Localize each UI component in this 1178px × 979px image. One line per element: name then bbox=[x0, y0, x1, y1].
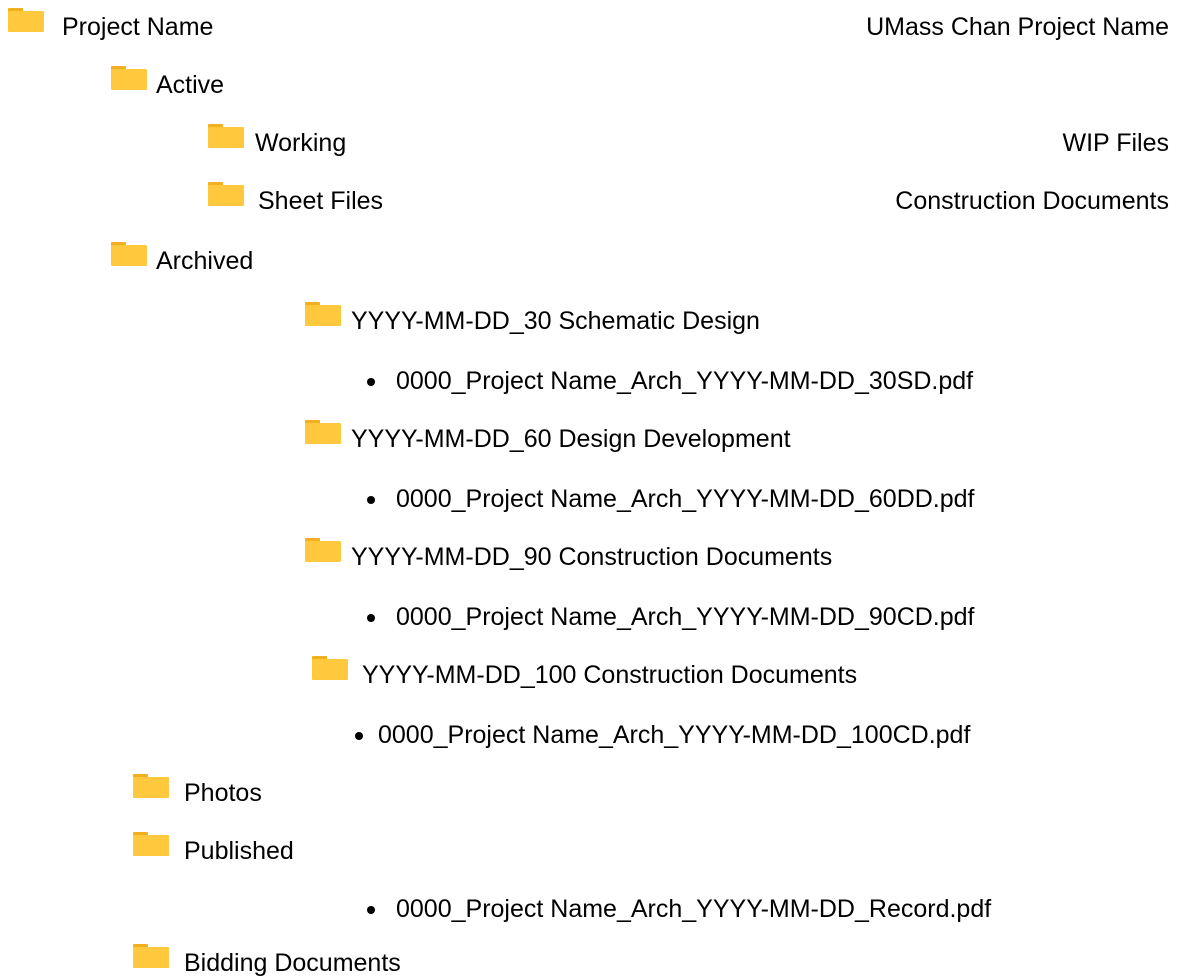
tree-row-working[interactable]: Working WIP Files bbox=[0, 124, 1178, 158]
tree-row-bidding-documents[interactable]: Bidding Documents bbox=[0, 944, 1178, 978]
folder-label[interactable]: YYYY-MM-DD_100 Construction Documents bbox=[362, 661, 858, 689]
folder-label[interactable]: YYYY-MM-DD_30 Schematic Design bbox=[351, 307, 760, 335]
folder-icon bbox=[111, 242, 147, 266]
file-label[interactable]: 0000_Project Name_Arch_YYYY-MM-DD_60DD.p… bbox=[396, 485, 975, 513]
tree-row-active[interactable]: Active bbox=[0, 66, 1178, 100]
folder-description: WIP Files bbox=[1062, 129, 1170, 157]
bullet-icon bbox=[367, 378, 375, 386]
folder-icon bbox=[133, 944, 169, 968]
folder-label[interactable]: Published bbox=[184, 837, 294, 865]
tree-row-archive-folder[interactable]: YYYY-MM-DD_30 Schematic Design bbox=[0, 302, 1178, 336]
folder-icon bbox=[133, 774, 169, 798]
tree-row-sheet-files[interactable]: Sheet Files Construction Documents bbox=[0, 182, 1178, 216]
folder-icon bbox=[133, 832, 169, 856]
tree-row-archived[interactable]: Archived bbox=[0, 242, 1178, 276]
folder-icon bbox=[8, 8, 44, 32]
file-label[interactable]: 0000_Project Name_Arch_YYYY-MM-DD_Record… bbox=[396, 895, 992, 923]
folder-label[interactable]: Active bbox=[156, 71, 225, 99]
bullet-icon bbox=[355, 732, 363, 740]
folder-label[interactable]: Bidding Documents bbox=[184, 949, 401, 977]
folder-icon bbox=[208, 182, 244, 206]
folder-icon bbox=[111, 66, 147, 90]
folder-icon bbox=[305, 420, 341, 444]
tree-row-file[interactable]: 0000_Project Name_Arch_YYYY-MM-DD_Record… bbox=[0, 890, 1178, 924]
file-label[interactable]: 0000_Project Name_Arch_YYYY-MM-DD_30SD.p… bbox=[396, 367, 974, 395]
folder-description: Construction Documents bbox=[895, 187, 1169, 215]
tree-row-file[interactable]: 0000_Project Name_Arch_YYYY-MM-DD_30SD.p… bbox=[0, 362, 1178, 396]
file-label[interactable]: 0000_Project Name_Arch_YYYY-MM-DD_90CD.p… bbox=[396, 603, 975, 631]
folder-icon bbox=[305, 538, 341, 562]
folder-label[interactable]: Working bbox=[255, 129, 347, 157]
tree-row-project-name[interactable]: Project Name UMass Chan Project Name bbox=[0, 8, 1178, 42]
tree-row-archive-folder[interactable]: YYYY-MM-DD_100 Construction Documents bbox=[0, 656, 1178, 690]
folder-label[interactable]: Archived bbox=[156, 247, 254, 275]
tree-row-file[interactable]: 0000_Project Name_Arch_YYYY-MM-DD_100CD.… bbox=[0, 716, 1178, 750]
folder-description: UMass Chan Project Name bbox=[866, 13, 1169, 41]
folder-label[interactable]: YYYY-MM-DD_60 Design Development bbox=[351, 425, 791, 453]
bullet-icon bbox=[367, 614, 375, 622]
tree-row-published[interactable]: Published bbox=[0, 832, 1178, 866]
tree-row-file[interactable]: 0000_Project Name_Arch_YYYY-MM-DD_60DD.p… bbox=[0, 480, 1178, 514]
folder-label[interactable]: Sheet Files bbox=[258, 187, 384, 215]
bullet-icon bbox=[367, 906, 375, 914]
tree-row-photos[interactable]: Photos bbox=[0, 774, 1178, 808]
folder-icon bbox=[312, 656, 348, 680]
folder-label[interactable]: YYYY-MM-DD_90 Construction Documents bbox=[351, 543, 833, 571]
folder-label[interactable]: Project Name bbox=[62, 13, 214, 41]
tree-row-file[interactable]: 0000_Project Name_Arch_YYYY-MM-DD_90CD.p… bbox=[0, 598, 1178, 632]
folder-icon bbox=[208, 124, 244, 148]
folder-icon bbox=[305, 302, 341, 326]
tree-row-archive-folder[interactable]: YYYY-MM-DD_60 Design Development bbox=[0, 420, 1178, 454]
file-label[interactable]: 0000_Project Name_Arch_YYYY-MM-DD_100CD.… bbox=[378, 721, 971, 749]
folder-label[interactable]: Photos bbox=[184, 779, 262, 807]
bullet-icon bbox=[367, 496, 375, 504]
tree-row-archive-folder[interactable]: YYYY-MM-DD_90 Construction Documents bbox=[0, 538, 1178, 572]
